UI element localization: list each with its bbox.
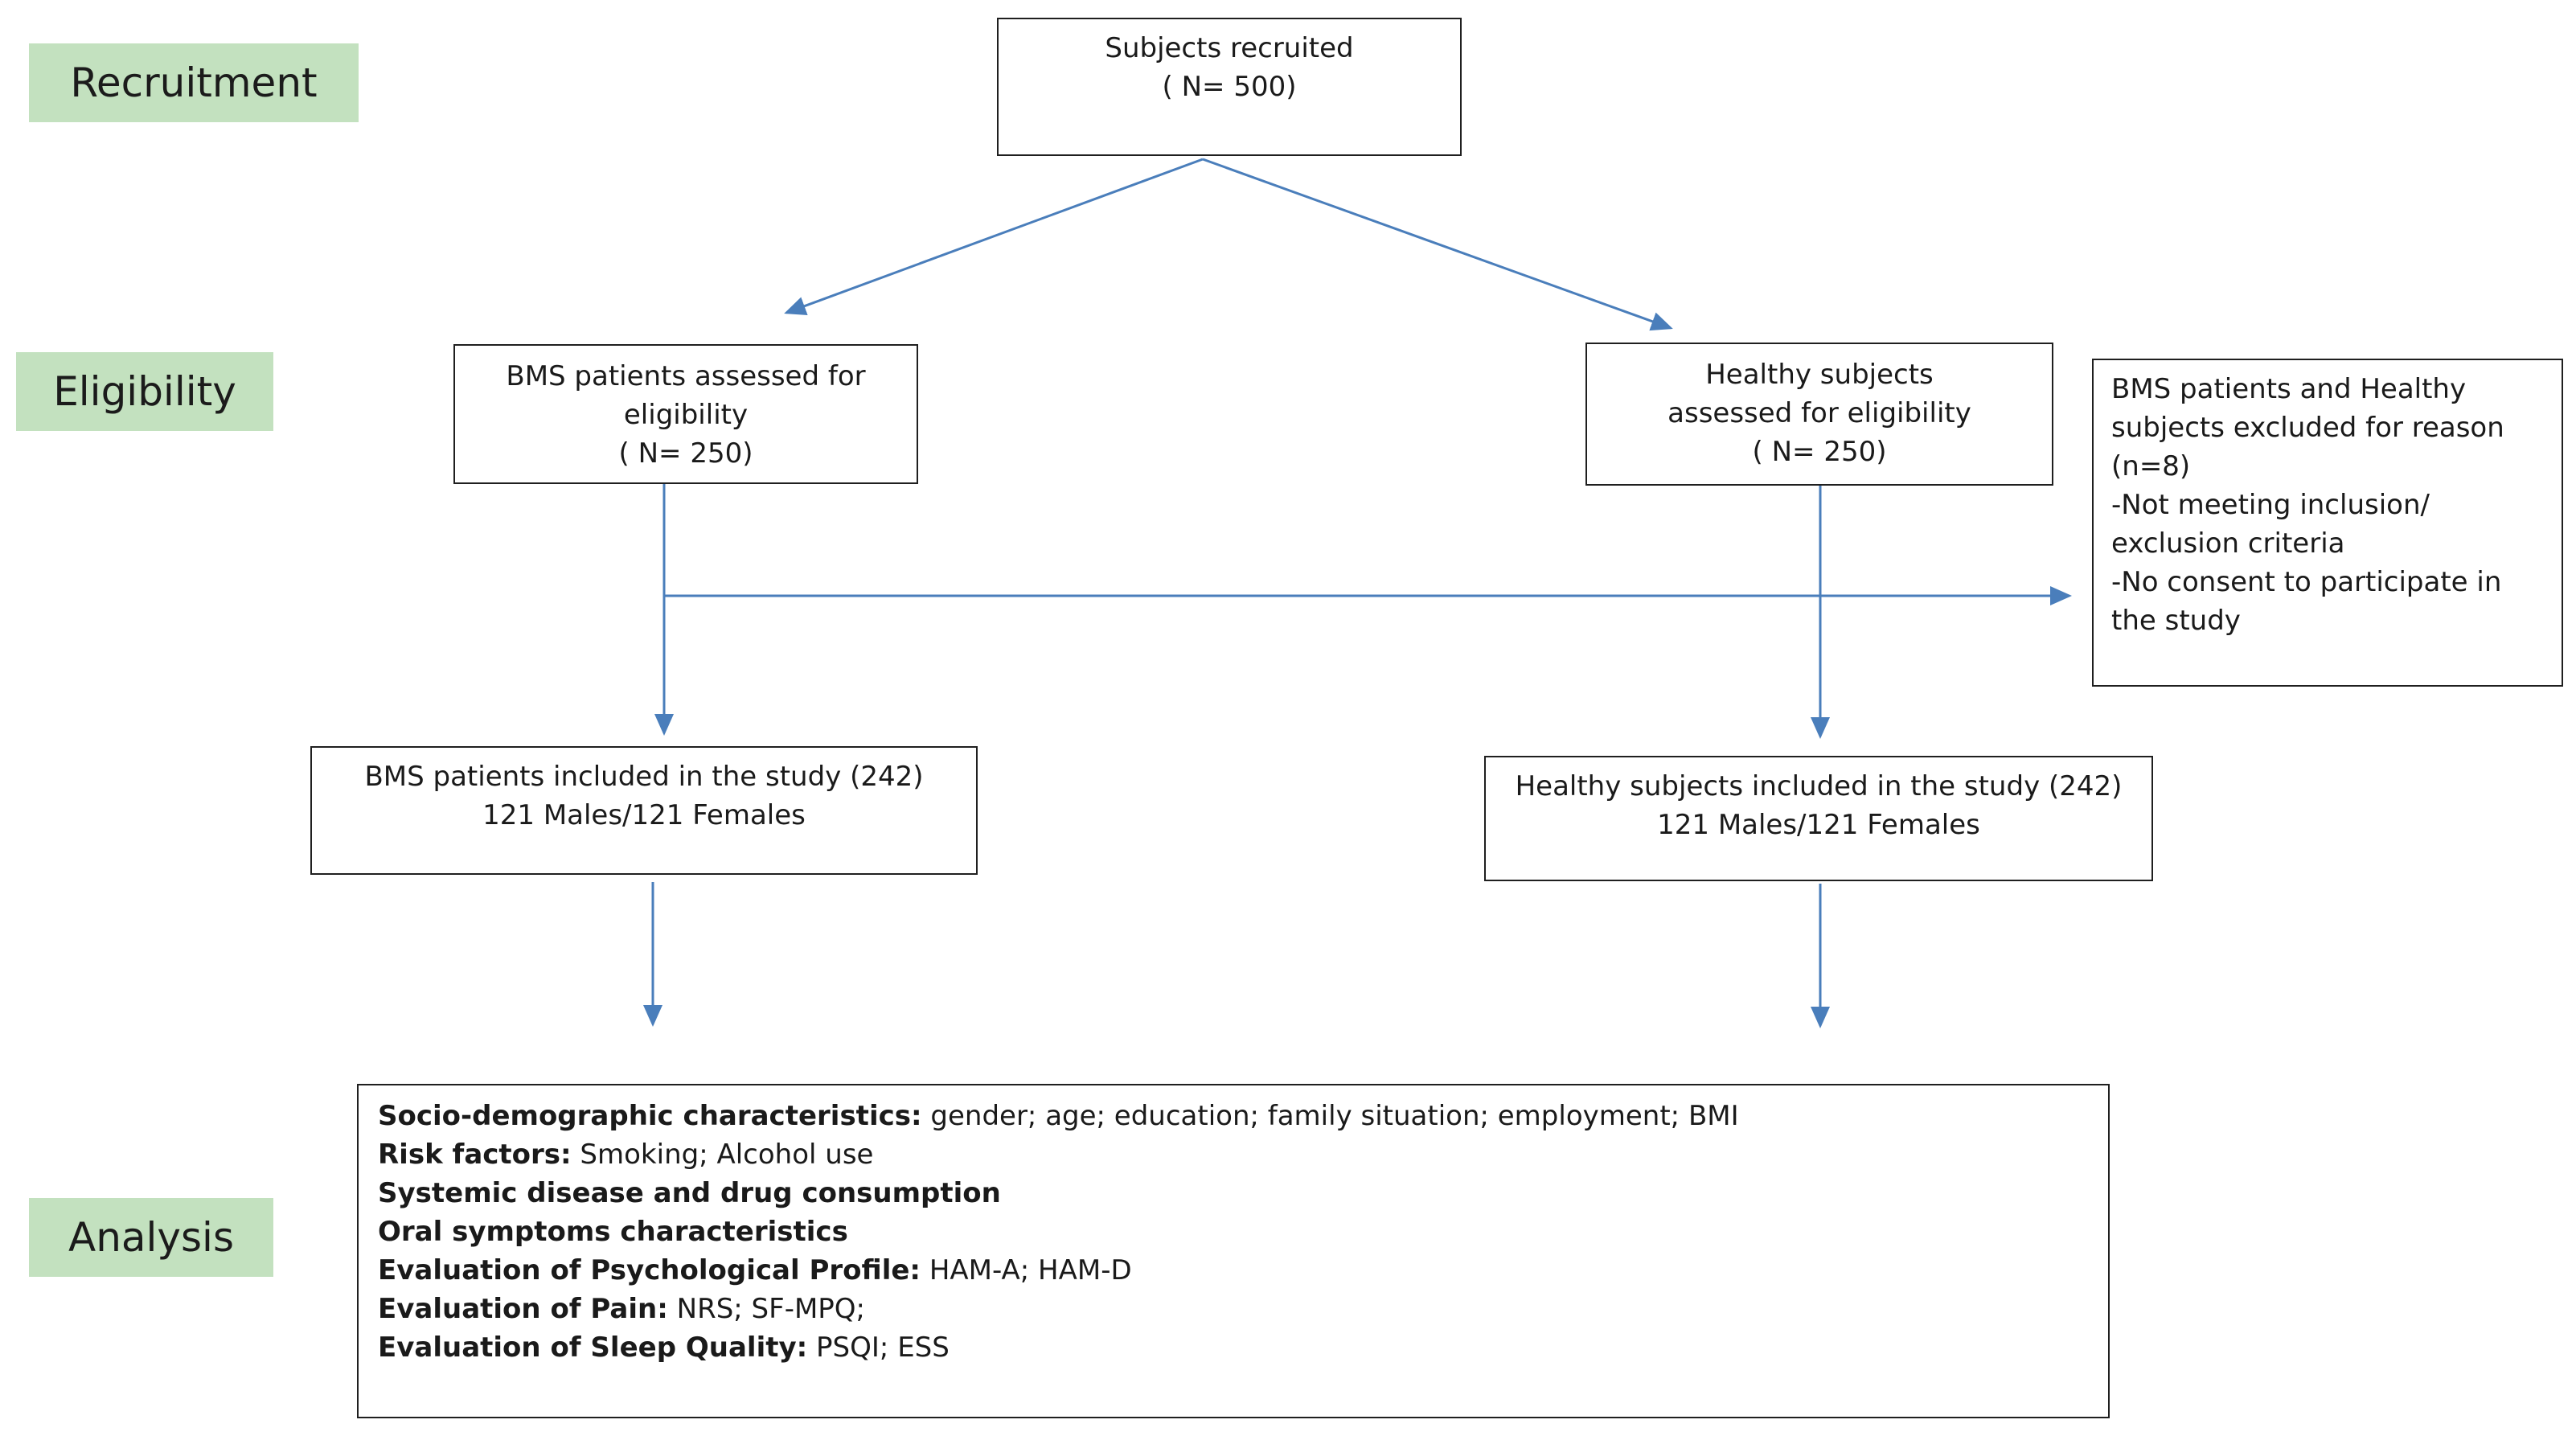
healthy-assessed-line1: Healthy subjects <box>1705 359 1934 391</box>
analysis-row-heading: Socio-demographic characteristics: <box>378 1100 922 1132</box>
analysis-row-detail: gender; age; education; family situation… <box>921 1100 1739 1132</box>
analysis-row-heading: Evaluation of Psychological Profile: <box>378 1254 921 1286</box>
bms-assessed-line2: eligibility <box>623 399 749 431</box>
analysis-row-detail: PSQI; ESS <box>807 1331 950 1364</box>
analysis-row-heading: Evaluation of Pain: <box>378 1293 668 1325</box>
recruited-count: ( N= 500) <box>1162 71 1297 103</box>
analysis-row-heading: Evaluation of Sleep Quality: <box>378 1331 808 1364</box>
healthy-assessed-count: ( N= 250) <box>1752 436 1887 468</box>
analysis-row: Evaluation of Psychological Profile: HAM… <box>378 1251 2108 1290</box>
box-bms-included: BMS patients included in the study (242)… <box>310 746 978 875</box>
box-subjects-recruited: Subjects recruited ( N= 500) <box>997 18 1462 156</box>
analysis-row: Evaluation of Sleep Quality: PSQI; ESS <box>378 1328 2108 1367</box>
recruited-title: Subjects recruited <box>1105 32 1354 64</box>
box-bms-assessed: BMS patients assessed for eligibility ( … <box>453 344 918 484</box>
healthy-assessed-line2: assessed for eligibility <box>1667 397 1971 429</box>
analysis-row: Socio-demographic characteristics: gende… <box>378 1097 2108 1135</box>
box-healthy-included: Healthy subjects included in the study (… <box>1484 756 2153 881</box>
stage-label-analysis: Analysis <box>29 1198 273 1277</box>
box-healthy-assessed: Healthy subjects assessed for eligibilit… <box>1585 343 2053 486</box>
analysis-row: Evaluation of Pain: NRS; SF-MPQ; <box>378 1290 2108 1328</box>
healthy-included-sex-split: 121 Males/121 Females <box>1657 809 1980 841</box>
analysis-row-detail: Smoking; Alcohol use <box>571 1139 874 1171</box>
analysis-row-detail: NRS; SF-MPQ; <box>667 1293 866 1325</box>
excluded-reason-2a: -No consent to participate in <box>2111 566 2502 598</box>
excluded-count: (n=8) <box>2111 450 2191 482</box>
bms-included-sex-split: 121 Males/121 Females <box>482 799 806 831</box>
analysis-row: Systemic disease and drug consumption <box>378 1174 2108 1212</box>
stage-label-recruitment: Recruitment <box>29 43 359 122</box>
analysis-row-heading: Risk factors: <box>378 1139 572 1171</box>
box-excluded: BMS patients and Healthy subjects exclud… <box>2092 359 2563 687</box>
excluded-reason-1a: -Not meeting inclusion/ <box>2111 489 2430 521</box>
stage-label-eligibility: Eligibility <box>16 352 273 431</box>
analysis-row-heading: Oral symptoms characteristics <box>378 1216 848 1248</box>
box-analysis-variables: Socio-demographic characteristics: gende… <box>357 1084 2110 1418</box>
bms-included-line1: BMS patients included in the study (242) <box>364 761 924 793</box>
bms-assessed-line1: BMS patients assessed for <box>506 360 866 392</box>
healthy-included-line1: Healthy subjects included in the study (… <box>1515 770 2123 802</box>
arrow-recruited-to-healthy <box>1202 158 1673 331</box>
bms-assessed-count: ( N= 250) <box>618 437 753 470</box>
excluded-line1: BMS patients and Healthy <box>2111 373 2467 405</box>
analysis-row-heading: Systemic disease and drug consumption <box>378 1177 1001 1209</box>
excluded-reason-1b: exclusion criteria <box>2111 527 2345 560</box>
excluded-line2: subjects excluded for reason <box>2111 412 2504 444</box>
analysis-row: Oral symptoms characteristics <box>378 1212 2108 1251</box>
arrow-recruited-to-bms <box>784 158 1204 315</box>
excluded-reason-2b: the study <box>2111 605 2241 637</box>
analysis-row: Risk factors: Smoking; Alcohol use <box>378 1135 2108 1174</box>
analysis-row-detail: HAM-A; HAM-D <box>921 1254 1132 1286</box>
